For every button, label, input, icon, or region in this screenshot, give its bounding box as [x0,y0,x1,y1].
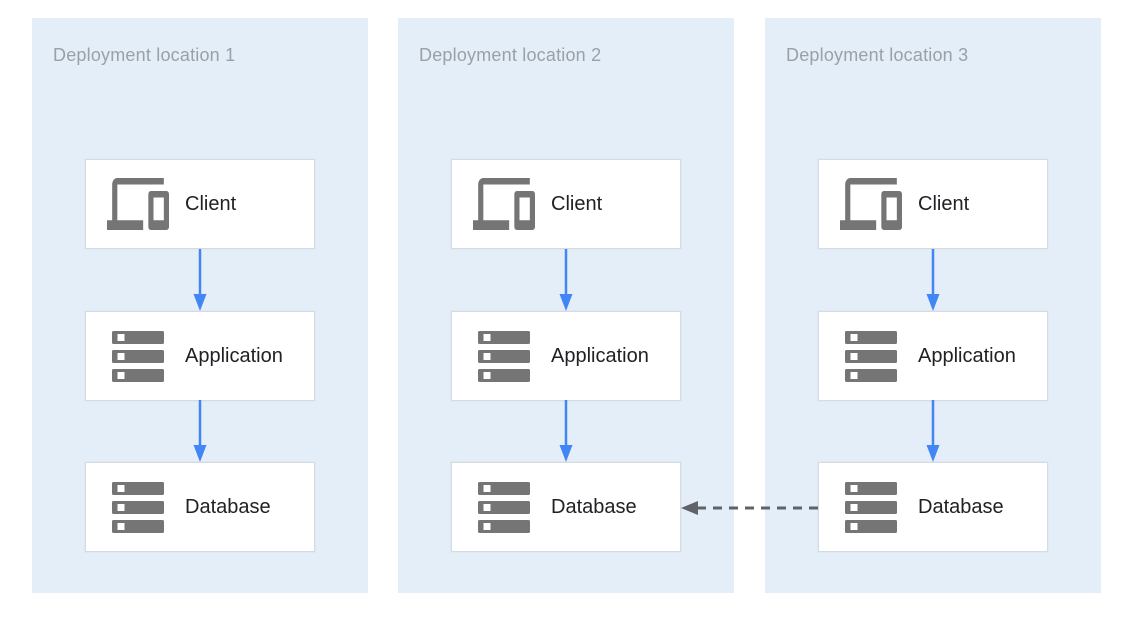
down-arrow [926,249,940,311]
node-label: Client [185,192,237,215]
node-label: Application [551,344,649,367]
node-label: Database [918,495,1004,518]
panel-deployment-location-1: Deployment location 1 Client [32,18,368,593]
node-database: Database [451,462,681,552]
node-label: Application [918,344,1016,367]
node-label: Client [551,192,603,215]
down-arrow [193,400,207,462]
node-label: Database [551,495,637,518]
server-stack-icon [107,330,169,382]
node-application: Application [451,311,681,401]
down-arrow [926,400,940,462]
down-arrow [559,400,573,462]
devices-icon [473,178,535,230]
panel-deployment-location-2: Deployment location 2 Client [398,18,734,593]
down-arrow [559,249,573,311]
server-stack-icon [840,330,902,382]
node-label: Client [918,192,970,215]
node-client: Client [85,159,315,249]
server-stack-icon [107,481,169,533]
node-application: Application [818,311,1048,401]
panel-title: Deployment location 1 [53,45,236,65]
server-stack-icon [840,481,902,533]
replication-dashed-arrow [681,501,818,515]
server-stack-icon [473,481,535,533]
panel-title: Deployment location 3 [786,45,969,65]
panel-deployment-location-3: Deployment location 3 Client [765,18,1101,593]
server-stack-icon [473,330,535,382]
down-arrow [193,249,207,311]
node-database: Database [818,462,1048,552]
devices-icon [107,178,169,230]
node-label: Application [185,344,283,367]
node-database: Database [85,462,315,552]
node-label: Database [185,495,271,518]
node-application: Application [85,311,315,401]
panel-title: Deployment location 2 [419,45,602,65]
devices-icon [840,178,902,230]
node-client: Client [818,159,1048,249]
node-client: Client [451,159,681,249]
